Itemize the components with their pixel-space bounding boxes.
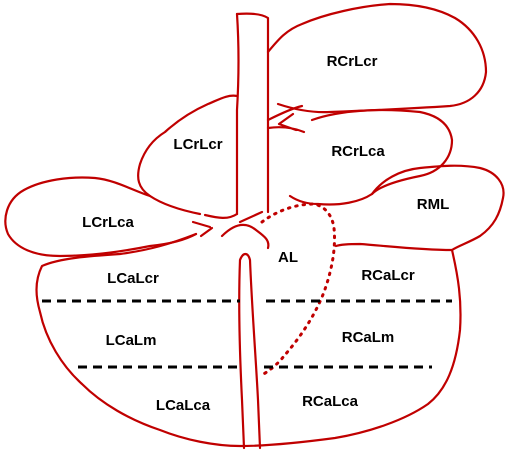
- label-al: AL: [278, 249, 298, 266]
- label-rcalm: RCaLm: [342, 329, 395, 346]
- al-lobe-dotted-outline: [260, 204, 335, 376]
- label-lcrlca: LCrLca: [82, 214, 134, 231]
- lcrlcr-lobe-outline: [138, 96, 237, 214]
- label-rcrlcr: RCrLcr: [327, 53, 378, 70]
- label-rcalcr: RCaLcr: [361, 267, 415, 284]
- label-rcalca: RCaLca: [302, 393, 359, 410]
- label-lcalm: LCaLm: [106, 332, 157, 349]
- label-lcalcr: LCaLcr: [107, 270, 159, 287]
- trachea-left-wall: [237, 14, 239, 214]
- trachea-right-wall: [237, 14, 268, 212]
- label-rml: RML: [417, 196, 450, 213]
- caudal-lobes-outline: [37, 234, 461, 446]
- left-bronchus: [193, 214, 237, 236]
- label-lcrlcr: LCrLcr: [173, 136, 222, 153]
- label-lcalca: LCaLca: [156, 397, 211, 414]
- label-rcrlca: RCrLca: [331, 143, 385, 160]
- median-division-line: [239, 254, 260, 448]
